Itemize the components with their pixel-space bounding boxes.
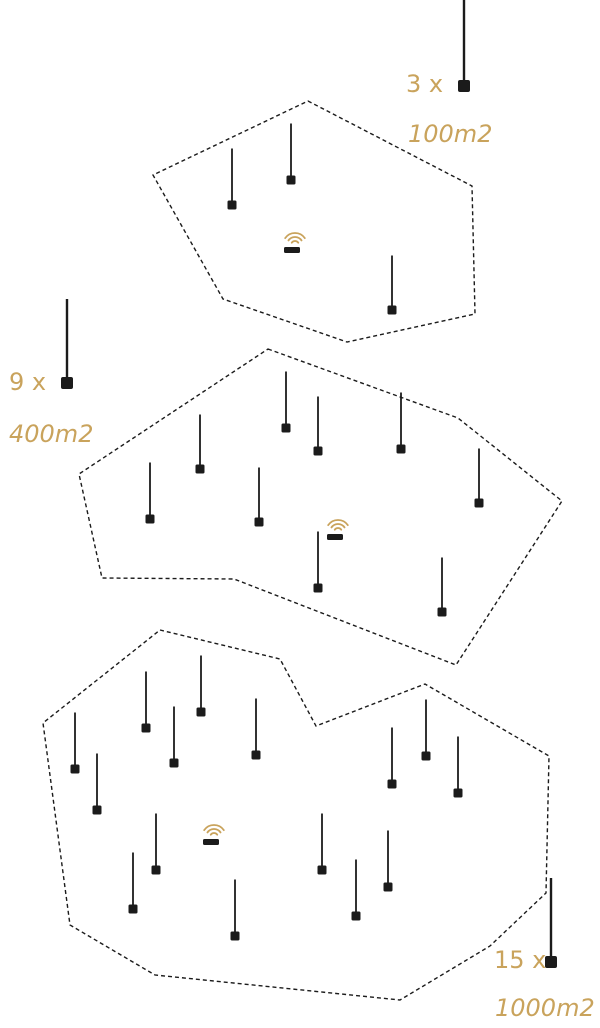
- sensor: [396, 392, 406, 454]
- zone-large-gateway-icon: [203, 824, 225, 845]
- zone-large-boundary: [42, 629, 550, 1001]
- sensor: [474, 448, 484, 508]
- zone-small-area-label: 100m2: [408, 120, 493, 148]
- sensor: [169, 706, 179, 768]
- sensor: [141, 671, 151, 733]
- zone-medium-area-label: 400m2: [9, 420, 94, 448]
- sensor: [421, 699, 431, 761]
- sensor: [92, 753, 102, 815]
- sensor: [145, 462, 155, 524]
- zone-small-boundary: [152, 100, 476, 343]
- zone-small-count-label: 3 x: [406, 70, 444, 98]
- sensor: [70, 712, 80, 774]
- sensor: [317, 813, 327, 875]
- sensor: [230, 879, 240, 941]
- sensor: [313, 396, 323, 456]
- zone-medium-gateway-icon: [327, 519, 349, 540]
- sensor: [286, 123, 296, 185]
- zone-large-count-label: 15 x: [494, 946, 547, 974]
- sensor: [227, 148, 237, 210]
- sensor: [128, 852, 138, 914]
- sensor: [151, 813, 161, 875]
- sensor: [437, 557, 447, 617]
- sensor: [251, 698, 261, 760]
- zone-medium-count-label: 9 x: [9, 368, 47, 396]
- zone-large-area-label: 1000m2: [495, 994, 595, 1022]
- sensor: [351, 859, 361, 921]
- zone-small-legend-sensor-icon: [458, 0, 470, 92]
- sensor: [383, 830, 393, 892]
- sensor: [387, 255, 397, 315]
- zone-large-legend-sensor-icon: [545, 878, 557, 968]
- sensor: [387, 727, 397, 789]
- zone-medium-legend-sensor-icon: [61, 299, 73, 389]
- sensor: [254, 467, 264, 527]
- sensor: [453, 736, 463, 798]
- sensor: [313, 531, 323, 593]
- zone-medium-boundary: [78, 348, 563, 666]
- sensor: [196, 655, 206, 717]
- zone-small-gateway-icon: [284, 232, 306, 253]
- sensor: [281, 371, 291, 433]
- sensor: [195, 414, 205, 474]
